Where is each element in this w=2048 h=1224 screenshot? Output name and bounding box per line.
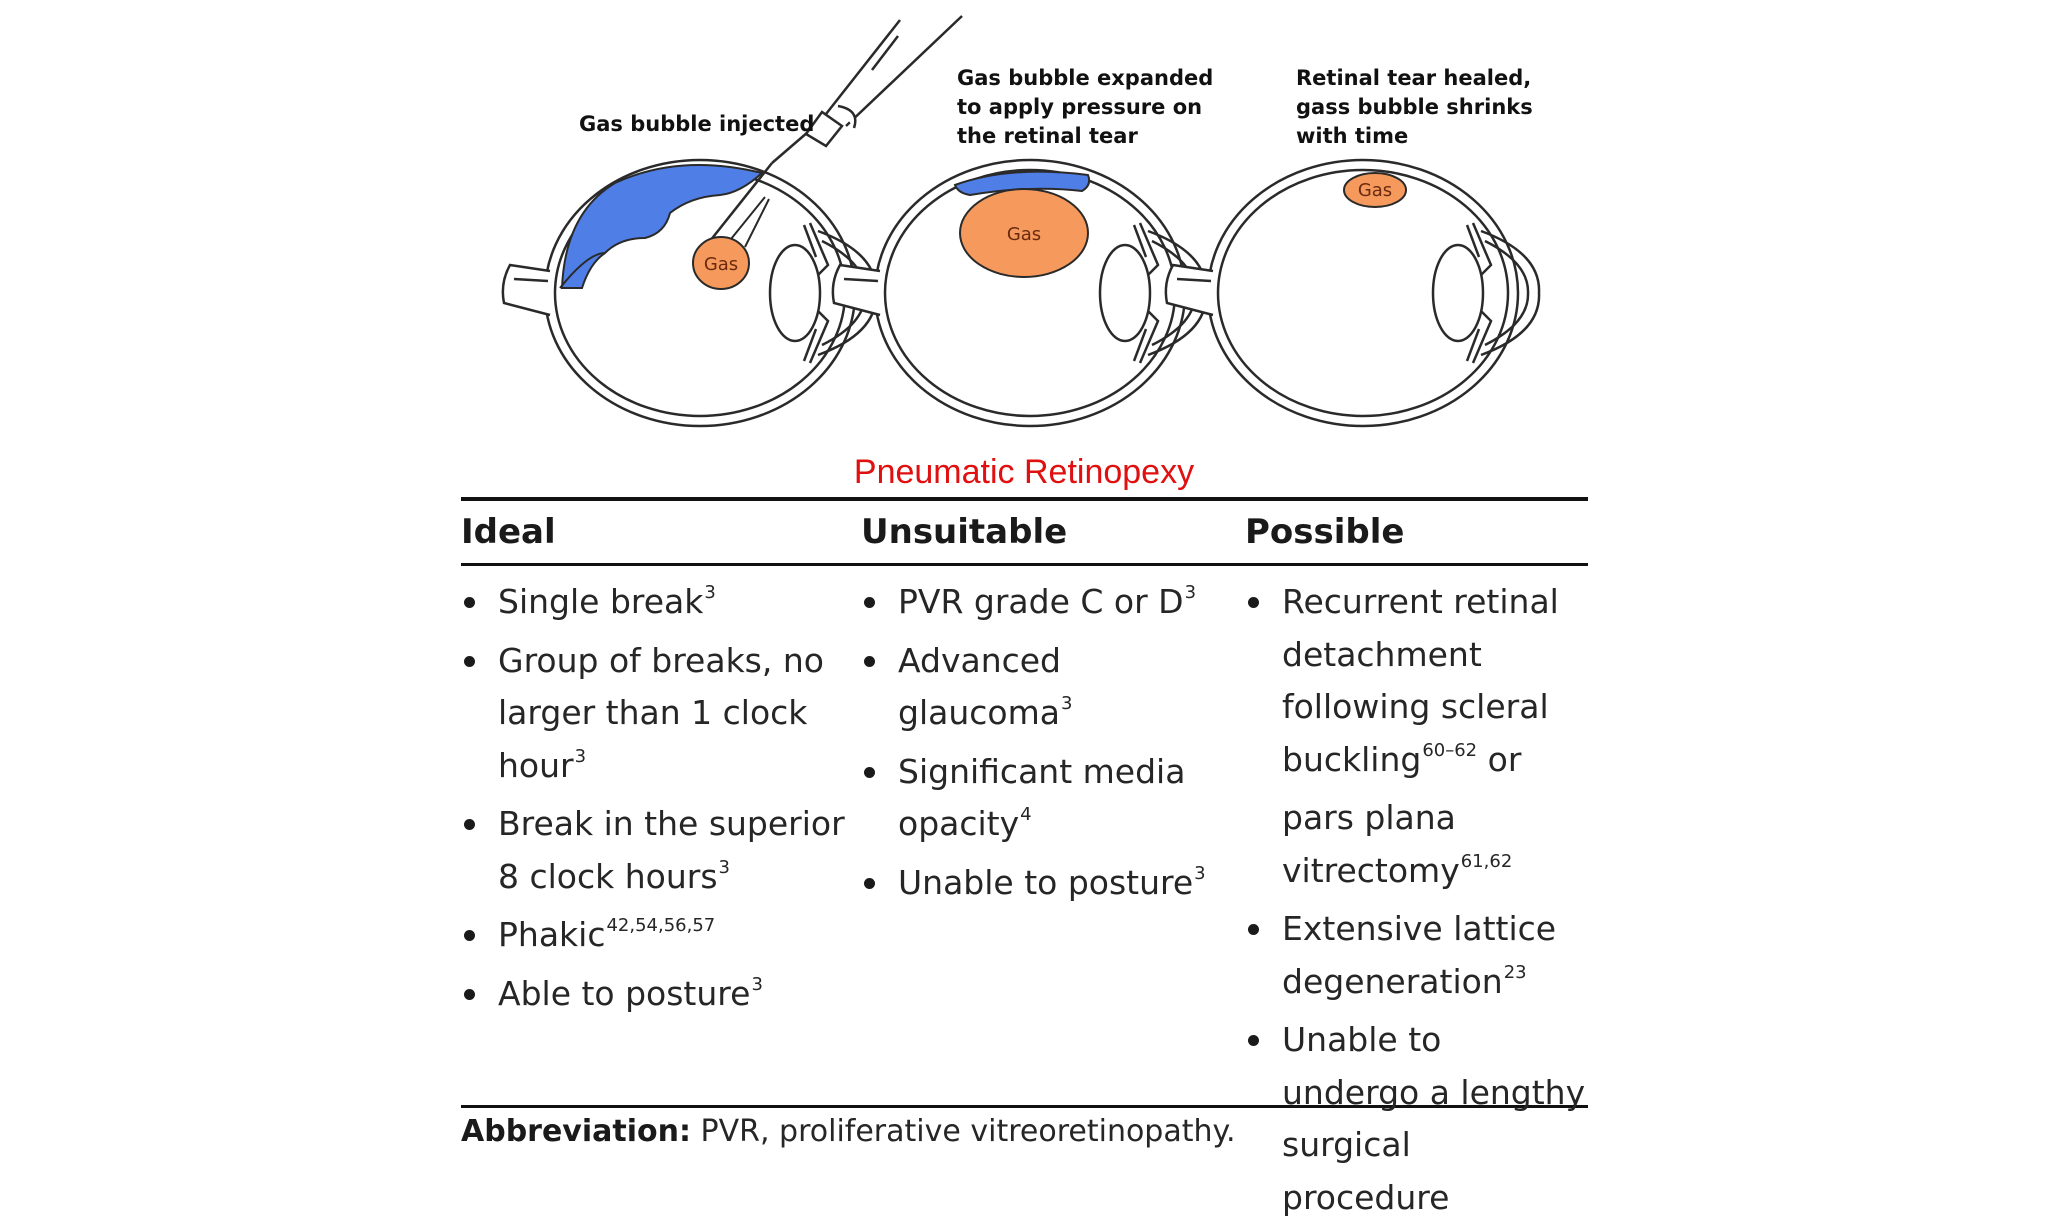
- abbreviation-footnote: Abbreviation: PVR, proliferative vitreor…: [461, 1112, 1236, 1152]
- eye-panel-healed: Gas: [1164, 158, 1541, 428]
- detached-retina-area: [560, 164, 765, 289]
- list-item: Unable to undergo a lengthy surgical pro…: [1245, 1014, 1588, 1224]
- table-top-rule: [461, 497, 1588, 501]
- pneumatic-retinopexy-illustration: Gas Gas Gas: [501, 15, 1541, 428]
- column-header-possible: Possible: [1245, 512, 1405, 552]
- gas-bubble-shrunk: [1343, 172, 1407, 208]
- caption-healed: Retinal tear healed, gass bubble shrinks…: [1296, 66, 1533, 148]
- list-item: Recurrent retinal detachment following s…: [1245, 576, 1588, 903]
- list-item: Single break3: [461, 576, 861, 635]
- gas-bubble-label: Gas: [1007, 224, 1041, 245]
- list-item: Phakic42,54,56,57: [461, 909, 861, 968]
- footnote-text: PVR, proliferative vitreoretinopathy.: [690, 1114, 1236, 1149]
- list-item: Extensive lattice degeneration23: [1245, 903, 1588, 1014]
- list-item: Break in the superior 8 clock hours3: [461, 798, 861, 909]
- table-header-row: Ideal Unsuitable Possible: [461, 501, 1588, 563]
- gas-bubble-injected: [692, 236, 750, 290]
- eye-panel-expanded: Gas: [831, 158, 1208, 428]
- footnote-label: Abbreviation:: [461, 1114, 691, 1149]
- indications-table: Ideal Unsuitable Possible Single break3 …: [461, 497, 1588, 1217]
- eye-panel-injected: [501, 158, 878, 428]
- list-item: Able to posture3: [461, 968, 861, 1027]
- gas-bubble-label: Gas: [704, 254, 738, 275]
- syringe: [771, 15, 963, 164]
- table-body-row: Single break3 Group of breaks, no larger…: [461, 566, 1588, 1217]
- list-item: PVR grade C or D3: [861, 576, 1245, 635]
- gas-bubble-label: Gas: [1358, 180, 1392, 201]
- column-header-ideal: Ideal: [461, 512, 556, 552]
- list-item: Unable to posture3: [861, 857, 1245, 916]
- caption-injected: Gas bubble injected: [579, 112, 815, 136]
- gas-bubble-expanded: [959, 188, 1089, 278]
- figure-title: Pneumatic Retinopexy: [853, 453, 1195, 491]
- detached-retina-area: [953, 170, 1091, 197]
- table-header-rule: [461, 563, 1588, 566]
- list-item: Group of breaks, no larger than 1 clock …: [461, 635, 861, 799]
- caption-expanded: Gas bubble expanded to apply pressure on…: [957, 66, 1214, 148]
- list-item: Advanced glaucoma3: [861, 635, 1245, 746]
- table-bottom-rule: [461, 1105, 1588, 1108]
- ideal-list: Single break3 Group of breaks, no larger…: [461, 576, 861, 1105]
- column-header-unsuitable: Unsuitable: [861, 512, 1068, 552]
- possible-list: Recurrent retinal detachment following s…: [1245, 576, 1588, 1217]
- unsuitable-list: PVR grade C or D3 Advanced glaucoma3 Sig…: [861, 576, 1245, 1105]
- list-item: Significant media opacity4: [861, 746, 1245, 857]
